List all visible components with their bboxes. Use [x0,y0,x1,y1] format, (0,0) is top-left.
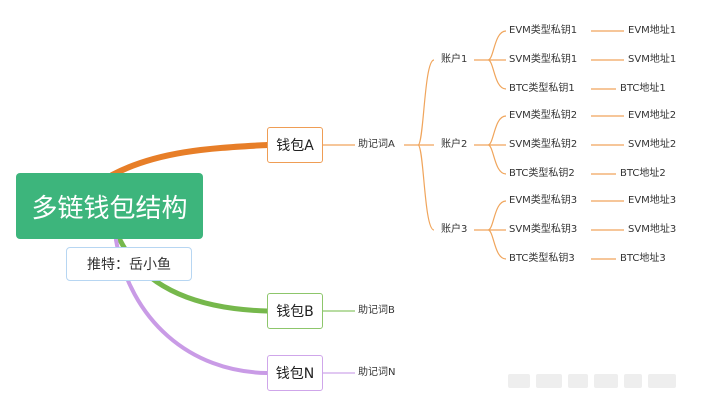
connector-account3-keys [474,200,507,260]
account-2-node[interactable]: 账户2 [441,139,468,150]
root-title: 多链钱包结构 [31,193,188,224]
mnemonic-n-node[interactable]: 助记词N [358,367,396,378]
address-node[interactable]: SVM地址3 [628,224,677,235]
account-3-node[interactable]: 账户3 [441,224,468,235]
account-1-node[interactable]: 账户1 [441,54,468,65]
private-key-node[interactable]: EVM类型私钥1 [509,25,578,36]
watermark [508,370,698,392]
branch-wallet-a [109,142,270,178]
wallet-n-label: 钱包N [275,366,315,382]
private-key-node[interactable]: EVM类型私钥2 [509,110,578,121]
private-key-node[interactable]: SVM类型私钥1 [509,54,578,65]
private-key-node[interactable]: SVM类型私钥2 [509,139,578,150]
connector-account2-keys [474,115,507,175]
private-key-node[interactable]: BTC类型私钥3 [509,253,575,264]
connector-account1-keys [474,30,507,90]
author-note-label: 推特：岳小鱼 [87,257,171,273]
address-node[interactable]: BTC地址1 [620,83,666,94]
address-node[interactable]: SVM地址2 [628,139,677,150]
connector-mnemonic-accounts [404,59,435,231]
private-key-node[interactable]: BTC类型私钥2 [509,168,575,179]
author-note[interactable]: 推特：岳小鱼 [66,247,192,281]
mnemonic-b-node[interactable]: 助记词B [358,305,395,316]
wallet-b-node[interactable]: 钱包B [267,293,323,329]
root-node[interactable]: 多链钱包结构 [16,173,203,239]
private-key-node[interactable]: BTC类型私钥1 [509,83,575,94]
address-node[interactable]: BTC地址3 [620,253,666,264]
wallet-n-node[interactable]: 钱包N [267,355,323,391]
private-key-node[interactable]: EVM类型私钥3 [509,195,578,206]
private-key-node[interactable]: SVM类型私钥3 [509,224,578,235]
address-node[interactable]: EVM地址2 [628,110,677,121]
address-node[interactable]: SVM地址1 [628,54,677,65]
address-node[interactable]: EVM地址1 [628,25,677,36]
wallet-a-label: 钱包A [276,138,314,154]
address-node[interactable]: EVM地址3 [628,195,677,206]
wallet-a-node[interactable]: 钱包A [267,127,323,163]
address-node[interactable]: BTC地址2 [620,168,666,179]
mnemonic-a-node[interactable]: 助记词A [358,139,395,150]
wallet-b-label: 钱包B [276,304,314,320]
connectors-key-address [591,30,624,260]
